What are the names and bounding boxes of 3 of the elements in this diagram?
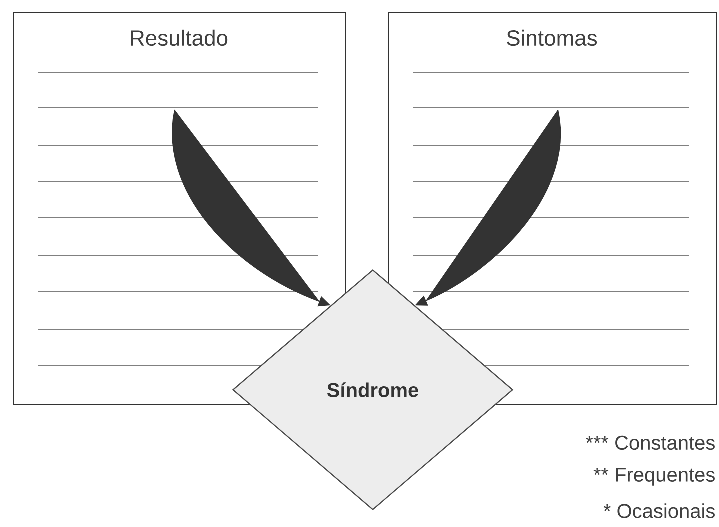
legend-note: *** Constantes	[586, 436, 715, 450]
legend-note: ** Frequentes	[594, 468, 715, 486]
legend-note: * Ocasionais	[604, 504, 715, 518]
